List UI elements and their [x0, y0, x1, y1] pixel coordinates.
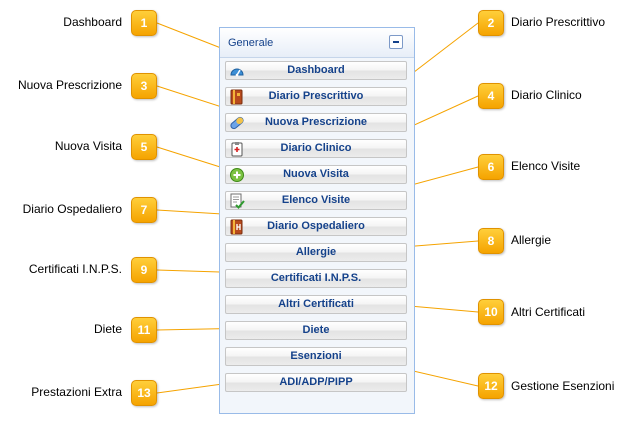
dashboard-button[interactable]: Dashboard [225, 61, 407, 80]
checklist-icon [230, 193, 245, 209]
nuova-prescrizione-button[interactable]: Nuova Prescrizione [225, 113, 407, 132]
adi-adp-pipp-label: ADI/ADP/PIPP [279, 376, 353, 388]
diario-prescrittivo-button[interactable]: Diario Prescrittivo [225, 87, 407, 106]
callout-label-6: Elenco Visite [511, 159, 581, 173]
callout-label-12: Gestione Esenzioni [511, 379, 615, 393]
certificati-inps-button[interactable]: Certificati I.N.P.S. [225, 269, 407, 288]
allergie-button[interactable]: Allergie [225, 243, 407, 262]
callout-label-1: Dashboard [63, 15, 122, 29]
callout-label-5: Nuova Visita [54, 139, 122, 153]
callout-badge-3: 3 [131, 73, 157, 99]
callout-label-11: Diete [93, 322, 122, 336]
callout-badge-1: 1 [131, 10, 157, 36]
elenco-visite-button[interactable]: Elenco Visite [225, 191, 407, 210]
altri-certificati-button[interactable]: Altri Certificati [225, 295, 407, 314]
diario-ospedaliero-button[interactable]: Diario Ospedaliero [225, 217, 407, 236]
panel-header: Generale [220, 28, 414, 58]
callout-badge-4: 4 [478, 83, 504, 109]
callout-label-9: Certificati I.N.P.S. [28, 262, 122, 276]
adi-adp-pipp-button[interactable]: ADI/ADP/PIPP [225, 373, 407, 392]
panel-title: Generale [228, 37, 274, 49]
gauge-icon [230, 68, 244, 77]
esenzioni-button[interactable]: Esenzioni [225, 347, 407, 366]
callout-badge-6: 6 [478, 154, 504, 180]
callout-label-10: Altri Certificati [511, 305, 586, 319]
callout-label-4: Diario Clinico [511, 88, 582, 102]
callout-label-7: Diario Ospedaliero [22, 202, 122, 216]
callout-label-8: Allergie [511, 233, 552, 247]
diario-prescrittivo-label: Diario Prescrittivo [268, 90, 364, 102]
callout-badge-5: 5 [131, 134, 157, 160]
callout-badge-9: 9 [131, 257, 157, 283]
diete-button[interactable]: Diete [225, 321, 407, 340]
nuova-prescrizione-label: Nuova Prescrizione [264, 116, 368, 128]
diario-ospedaliero-label: Diario Ospedaliero [267, 220, 365, 232]
generale-panel: Generale Dashboard Diario Prescrittivo N… [219, 27, 415, 414]
callout-badge-13: 13 [131, 380, 157, 406]
nuova-visita-label: Nuova Visita [283, 168, 349, 180]
callout-badge-2: 2 [478, 10, 504, 36]
dashboard-label: Dashboard [287, 64, 345, 76]
altri-certificati-label: Altri Certificati [278, 298, 354, 310]
callout-badge-8: 8 [478, 228, 504, 254]
callout-badge-11: 11 [131, 317, 157, 343]
esenzioni-label: Esenzioni [290, 350, 342, 362]
diete-label: Diete [302, 324, 330, 336]
diario-clinico-label: Diario Clinico [280, 142, 352, 154]
collapse-icon[interactable] [389, 35, 403, 49]
callout-badge-12: 12 [478, 373, 504, 399]
callout-label-3: Nuova Prescrizione [17, 78, 122, 92]
certificati-inps-label: Certificati I.N.P.S. [270, 272, 362, 284]
nuova-visita-button[interactable]: Nuova Visita [225, 165, 407, 184]
callout-badge-7: 7 [131, 197, 157, 223]
diario-clinico-button[interactable]: Diario Clinico [225, 139, 407, 158]
allergie-label: Allergie [295, 246, 337, 258]
callout-label-2: Diario Prescrittivo [511, 15, 606, 29]
callout-label-13: Prestazioni Extra [31, 385, 122, 399]
elenco-visite-label: Elenco Visite [281, 194, 351, 206]
callout-badge-10: 10 [478, 299, 504, 325]
